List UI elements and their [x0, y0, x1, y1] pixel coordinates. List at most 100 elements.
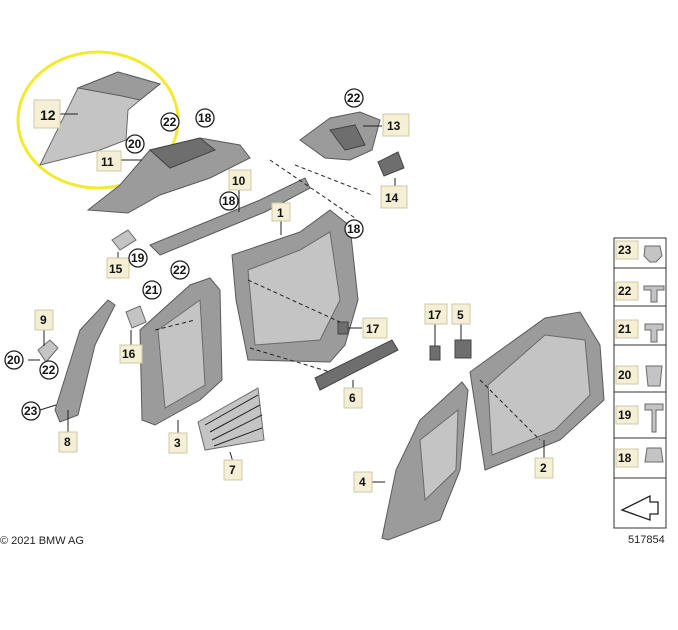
part-1-inner: [247, 231, 341, 346]
legend-icon-21: [644, 323, 664, 343]
part-11-detail: [148, 137, 216, 169]
badge-16-bg: [119, 344, 143, 364]
label-20a[interactable]: 20: [128, 137, 142, 151]
badge-1-bg: [271, 202, 291, 222]
dash-line-5: [479, 379, 541, 441]
label-19[interactable]: 19: [131, 251, 145, 265]
legend-icon-23: [643, 245, 663, 263]
label-12[interactable]: 12: [40, 107, 56, 123]
label-18c[interactable]: 18: [347, 222, 361, 236]
legend-label-22[interactable]: 22: [618, 284, 632, 298]
dash-line-3: [247, 279, 341, 323]
part-7-shape[interactable]: [197, 387, 265, 451]
label-17a[interactable]: 17: [366, 322, 380, 336]
badge-3-bg: [168, 432, 188, 454]
part-12-top: [76, 71, 162, 101]
badge-6-bg: [343, 387, 363, 409]
label-14[interactable]: 14: [385, 191, 399, 205]
circle-22b: [344, 88, 364, 108]
legend-badge-21: [615, 319, 639, 339]
label-16[interactable]: 16: [122, 347, 136, 361]
label-22c[interactable]: 22: [173, 263, 187, 277]
part-16-shape[interactable]: [125, 305, 147, 329]
copyright-text: © 2021 BMW AG: [0, 535, 84, 547]
circle-18c: [344, 219, 364, 239]
part-10-shape[interactable]: [149, 177, 311, 256]
circle-22c: [170, 260, 190, 280]
part-2-inner: [487, 334, 591, 456]
part-8-shape[interactable]: [54, 299, 116, 423]
legend-badge-22: [615, 281, 639, 301]
part-11-shape[interactable]: [86, 137, 251, 214]
label-10[interactable]: 10: [232, 174, 246, 188]
badge-17a-bg: [362, 317, 388, 339]
badge-8-bg: [58, 431, 78, 453]
part-13-detail: [329, 124, 366, 151]
label-22a[interactable]: 22: [163, 115, 177, 129]
label-15[interactable]: 15: [109, 262, 123, 276]
label-23[interactable]: 23: [24, 404, 38, 418]
legend-icon-18: [644, 447, 664, 463]
label-3[interactable]: 3: [174, 436, 181, 450]
label-9[interactable]: 9: [40, 313, 47, 327]
circle-19: [128, 248, 148, 268]
legend-badge-20: [615, 365, 639, 385]
label-4[interactable]: 4: [359, 475, 366, 489]
part-3-inner: [157, 299, 206, 409]
circle-22a: [160, 112, 180, 132]
legend-label-21[interactable]: 21: [618, 322, 632, 336]
circle-20b: [4, 350, 24, 370]
part-5-shape[interactable]: [454, 339, 472, 359]
part-15-shape[interactable]: [111, 229, 137, 251]
circle-23: [21, 401, 41, 421]
label-13[interactable]: 13: [387, 119, 401, 133]
label-7[interactable]: 7: [229, 463, 236, 477]
badge-12-bg: [33, 99, 61, 129]
badge-10-bg: [228, 169, 252, 191]
badge-15-bg: [106, 257, 130, 279]
label-6[interactable]: 6: [349, 391, 356, 405]
legend-badge-23: [615, 240, 639, 260]
label-22d[interactable]: 22: [42, 363, 56, 377]
part-6-shape[interactable]: [314, 339, 399, 391]
label-5[interactable]: 5: [457, 308, 464, 322]
badge-4-bg: [353, 471, 373, 493]
badge-14-bg: [380, 185, 408, 209]
badge-17b-bg: [424, 303, 448, 325]
arrow-icon: [620, 494, 659, 521]
legend-badge-19: [615, 405, 639, 425]
fastener-legend: 23 22 21 20 19 18: [613, 237, 667, 529]
label-17b[interactable]: 17: [428, 308, 442, 322]
badge-13-bg: [382, 113, 410, 137]
part-4-inner: [419, 408, 459, 502]
legend-icon-19: [644, 403, 664, 433]
legend-label-23[interactable]: 23: [618, 243, 632, 257]
part-17b-shape[interactable]: [429, 345, 441, 361]
label-21[interactable]: 21: [145, 283, 159, 297]
legend-label-20[interactable]: 20: [618, 368, 632, 382]
part-9-shape[interactable]: [37, 339, 59, 363]
label-11[interactable]: 11: [101, 155, 114, 169]
label-1[interactable]: 1: [277, 206, 284, 220]
label-18a[interactable]: 18: [198, 111, 212, 125]
legend-label-18[interactable]: 18: [618, 451, 632, 465]
badge-7-bg: [223, 459, 243, 481]
label-2[interactable]: 2: [540, 461, 547, 475]
circle-21: [142, 280, 162, 300]
label-8[interactable]: 8: [64, 435, 71, 449]
lead-23: [39, 404, 57, 411]
label-20b[interactable]: 20: [7, 353, 21, 367]
circle-18a: [195, 108, 215, 128]
part-14-shape[interactable]: [377, 151, 405, 177]
badge-5-bg: [451, 303, 471, 325]
part-17-shape[interactable]: [337, 321, 349, 335]
part-7-mesh: [204, 394, 263, 447]
circle-18b: [219, 191, 239, 211]
circle-22d: [39, 360, 59, 380]
legend-label-19[interactable]: 19: [618, 408, 632, 422]
label-18b[interactable]: 18: [222, 194, 236, 208]
legend-badge-18: [615, 448, 639, 468]
badge-9-bg: [34, 309, 54, 331]
label-22b[interactable]: 22: [347, 91, 361, 105]
legend-icon-20: [645, 365, 663, 387]
